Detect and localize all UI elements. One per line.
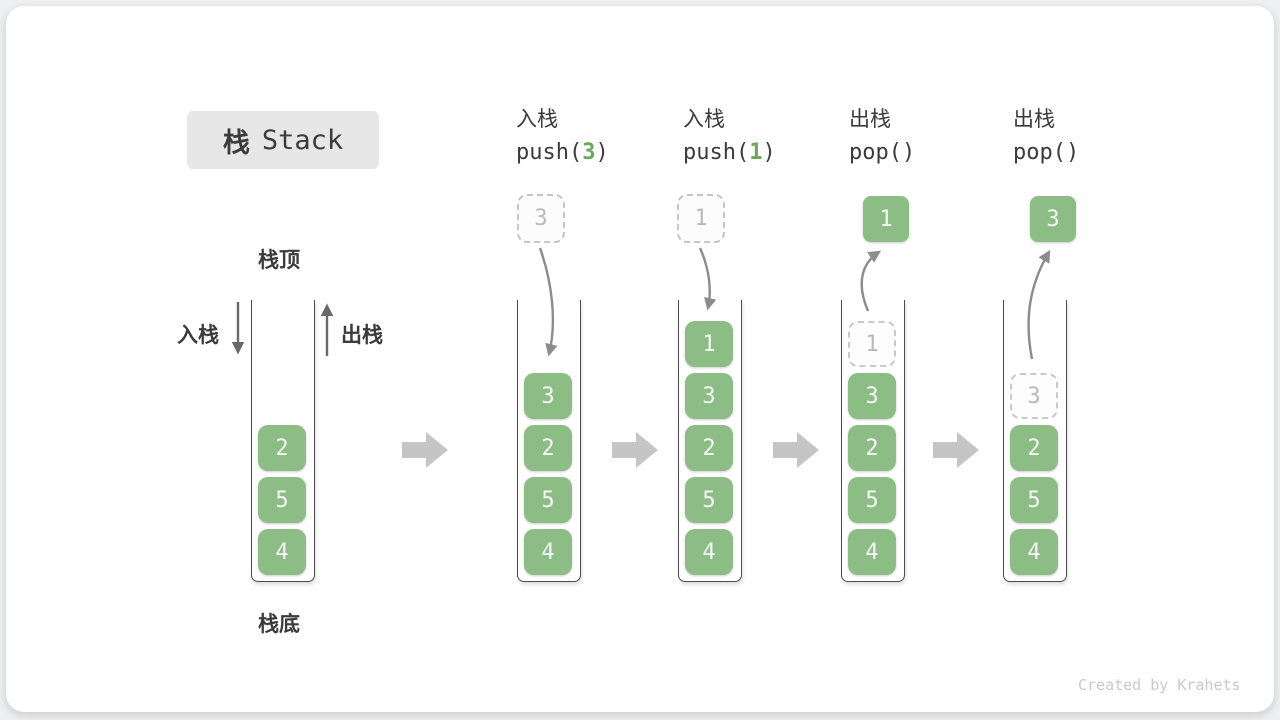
stack-cell: 2 (1010, 425, 1058, 471)
stack-cell: 2 (524, 425, 572, 471)
op-header-push-1: 入栈 push(1) (683, 106, 776, 166)
stack-cell: 5 (848, 477, 896, 523)
title-cjk-text: 栈 (222, 127, 250, 158)
stage-arrow-icon (933, 432, 979, 468)
op-code-arg: 3 (582, 140, 596, 165)
ghost-cell: 1 (848, 321, 896, 367)
op-code: pop() (849, 140, 915, 166)
op-header-pop-1: 出栈 pop() (849, 106, 915, 166)
watermark: Created by Krahets (1078, 676, 1241, 694)
stack-cell: 2 (848, 425, 896, 471)
op-label: 入栈 (683, 108, 725, 131)
op-code: push(3) (516, 140, 609, 166)
stack-cell: 2 (685, 425, 733, 471)
stack-cell: 5 (524, 477, 572, 523)
stack-cell: 5 (685, 477, 733, 523)
op-label: 入栈 (516, 108, 558, 131)
stack-cell: 1 (685, 321, 733, 367)
title-latin-text: Stack (261, 124, 344, 156)
stack-cell: 4 (848, 529, 896, 575)
op-code-suffix: ) (595, 140, 609, 165)
stack-cell: 4 (685, 529, 733, 575)
op-code-suffix: ) (901, 140, 916, 165)
incoming-value-cell: 1 (677, 194, 725, 243)
stack-cell: 3 (524, 373, 572, 419)
op-label: 出栈 (1013, 108, 1055, 131)
op-header-pop-3: 出栈 pop() (1013, 106, 1079, 166)
pop-side-label: 出栈 (341, 324, 383, 347)
stack-bottom-label: 栈底 (258, 613, 300, 636)
op-code-prefix: pop( (849, 140, 902, 165)
ghost-cell: 3 (1010, 373, 1058, 419)
stack-top-label: 栈顶 (258, 249, 300, 272)
op-code: pop() (1013, 140, 1079, 166)
op-code-prefix: push( (683, 140, 750, 165)
op-code-prefix: pop( (1013, 140, 1066, 165)
stack-cell: 5 (1010, 477, 1058, 523)
diagram-title: 栈 Stack (187, 111, 379, 169)
stack-cell: 3 (848, 373, 896, 419)
stack-cell: 5 (258, 477, 306, 523)
stack-cell: 4 (524, 529, 572, 575)
stage-arrow-icon (773, 432, 819, 468)
op-code-suffix: ) (762, 140, 776, 165)
op-label: 出栈 (849, 108, 891, 131)
stage-arrow-icon (402, 432, 448, 468)
stack-cell: 4 (1010, 529, 1058, 575)
popped-value-cell: 1 (863, 196, 909, 242)
op-code-prefix: push( (516, 140, 583, 165)
op-header-push-3: 入栈 push(3) (516, 106, 609, 166)
stage-arrow-icon (612, 432, 658, 468)
stack-cell: 3 (685, 373, 733, 419)
op-code: push(1) (683, 140, 776, 166)
stack-cell: 4 (258, 529, 306, 575)
push-side-label: 入栈 (177, 324, 219, 347)
incoming-value-cell: 3 (517, 194, 565, 243)
op-code-suffix: ) (1065, 140, 1080, 165)
popped-value-cell: 3 (1030, 196, 1076, 242)
stack-cell: 2 (258, 425, 306, 471)
op-code-arg: 1 (749, 140, 763, 165)
